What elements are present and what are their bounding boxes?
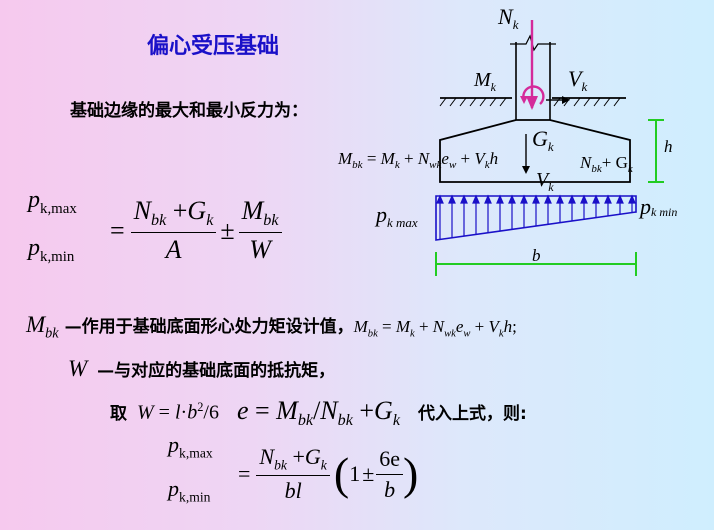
label-b: b: [532, 246, 541, 265]
reaction-arrow-head: [592, 194, 600, 204]
foundation-diagram: Nk Mk Vk Gk Vk h b Mbk = Mk + Nwkew + Vk…: [337, 4, 677, 276]
label-NG: Nbk+ Gk: [579, 153, 634, 175]
pmax-label-2: pk,max: [168, 432, 213, 461]
reaction-arrow-head: [508, 194, 516, 204]
pmin-label-2: pk,min: [168, 476, 211, 505]
take-line: 取 W = l·b2/6 e = Mbk/Nbk +Gk 代入上式，则:: [110, 396, 527, 430]
label-h: h: [664, 137, 673, 156]
w-definition: W —与对应的基础底面的抵抗矩，: [68, 356, 336, 381]
label-pmin: pk min: [638, 194, 677, 219]
reaction-arrow-head: [484, 194, 492, 204]
reaction-arrow-head: [568, 194, 576, 204]
reaction-arrow-head: [520, 194, 528, 204]
reaction-arrow-head: [580, 194, 588, 204]
reaction-formula: = Nbk +Gk A ± Mbk W: [110, 196, 282, 265]
reaction-arrow-head: [556, 194, 564, 204]
page-title: 偏心受压基础: [147, 34, 280, 59]
pmax-label: pk,max: [28, 187, 77, 217]
label-Vk: Vk: [568, 66, 587, 94]
mbk-definition: Mbk —作用于基础底面形心处力矩设计值， Mbk = Mk + Nwkew +…: [26, 312, 517, 342]
reaction-arrow-head: [628, 194, 636, 204]
reaction-arrow-head: [472, 194, 480, 204]
label-Mk: Mk: [473, 69, 497, 94]
reaction-arrow-head: [604, 194, 612, 204]
final-formula: = Nbk +Gk bl ( 1 ± 6e b ): [238, 444, 419, 504]
label-Nk: Nk: [497, 4, 519, 32]
label-pmax: pk max: [374, 202, 418, 230]
label-Vk-lower: Vk: [536, 169, 554, 194]
reaction-arrow-head: [436, 194, 444, 204]
subtitle: 基础边缘的最大和最小反力为：: [70, 101, 308, 121]
reaction-arrow-head: [532, 194, 540, 204]
reaction-arrow-head: [496, 194, 504, 204]
label-mbk-equation: Mbk = Mk + Nwkew + Vkh: [337, 149, 498, 171]
label-Gk: Gk: [532, 126, 554, 154]
reaction-arrow-head: [616, 194, 624, 204]
reaction-arrow-head: [448, 194, 456, 204]
pmin-label: pk,min: [28, 235, 75, 265]
reaction-arrow-head: [544, 194, 552, 204]
reaction-arrow-head: [460, 194, 468, 204]
